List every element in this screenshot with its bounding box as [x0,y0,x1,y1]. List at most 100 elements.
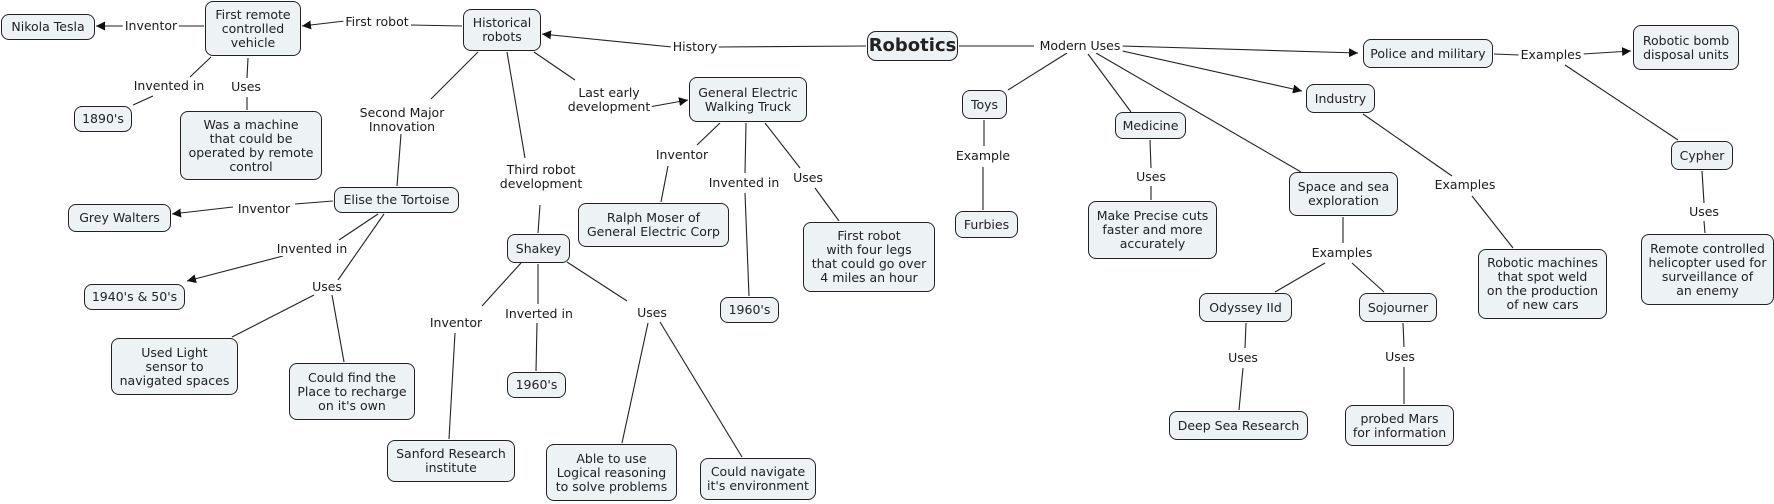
connector-line [1703,220,1706,234]
link-label-uses-elise: Uses [310,279,344,294]
link-label-uses-remote: Uses [229,79,263,94]
connector-line [764,122,801,169]
node-first-remote-vehicle[interactable]: First remote controlled vehicle [205,1,301,56]
connector-line [1087,53,1132,113]
connector-line [1238,367,1244,411]
node-sanford-research[interactable]: Sanford Research institute [387,440,515,482]
node-cypher[interactable]: Cypher [1671,141,1733,170]
connector-line [337,213,385,281]
connector-arrow [1121,45,1359,58]
node-navigate-environment[interactable]: Could navigate it's environment [700,458,816,500]
connector-line [537,204,541,234]
connector-arrow [1582,47,1632,57]
node-ge-1960s[interactable]: 1960's [720,297,779,323]
connector-arrow [1117,49,1303,94]
link-label-inventor-walters: Inventor [235,201,293,216]
connector-arrow [541,30,673,48]
connector-line [1007,52,1068,91]
node-medicine[interactable]: Medicine [1115,112,1186,139]
connector-line [566,261,628,302]
link-label-first-robot: First robot [343,14,411,29]
node-1940s-50s[interactable]: 1940's & 50's [84,284,185,310]
link-label-inventor-shakey: Inventor [427,315,485,330]
node-ralph-moser[interactable]: Ralph Moser of General Electric Corp [578,203,729,247]
connector-line [660,165,669,203]
link-label-examples-industry: Examples [1432,177,1498,192]
connector-line [696,122,721,146]
link-label-history: History [670,39,720,54]
link-label-invented-in-1890: Invented in [131,78,207,93]
connector-line [294,200,334,205]
connector-line [448,332,456,440]
link-label-second-major: Second Major Innovation [357,105,447,134]
node-odyssey-iid[interactable]: Odyssey IId [1199,293,1292,322]
link-label-examples-police: Examples [1518,47,1584,62]
link-label-uses-shakey: Uses [635,305,669,320]
node-furbies[interactable]: Furbies [955,211,1018,238]
node-robotics[interactable]: Robotics [867,31,958,61]
node-elise-tortoise[interactable]: Elise the Tortoise [334,187,459,213]
connector-line [430,51,479,100]
connector-line [506,51,526,159]
node-shakey[interactable]: Shakey [507,234,570,263]
link-label-invented-in-1940: Invented in [274,241,350,256]
connector-line [1274,262,1326,293]
node-remote-machine[interactable]: Was a machine that could be operated by … [180,111,322,180]
node-industry[interactable]: Industry [1306,84,1375,113]
connector-line [1244,322,1247,349]
link-label-inverted-in: Inverted in [503,306,575,321]
connector-line [1095,52,1302,173]
node-spot-weld[interactable]: Robotic machines that spot weld on the p… [1478,249,1607,319]
node-remote-helicopter[interactable]: Remote controlled helicopter used for su… [1641,234,1774,305]
connector-line [744,192,750,297]
node-nikola-tesla[interactable]: Nikola Tesla [1,14,95,40]
link-label-modern-uses: Modern Uses [1037,38,1123,53]
connector-line [331,294,345,363]
link-label-inventor-ge: Inventor [653,147,711,162]
link-label-third-robot: Third robot development [497,162,585,191]
connector-line [621,322,649,444]
link-label-examples-space: Examples [1309,245,1375,260]
node-recharge[interactable]: Could find the Place to recharge on it's… [289,363,415,420]
node-grey-walters[interactable]: Grey Walters [68,204,171,232]
connector-arrow [186,255,284,284]
link-label-uses-cypher: Uses [1687,204,1721,219]
link-label-invented-in-ge: Invented in [706,175,782,190]
node-logical-reasoning[interactable]: Able to use Logical reasoning to solve p… [546,444,677,501]
connector-arrow [171,206,234,218]
node-1890s[interactable]: 1890's [74,106,132,132]
connector-line [481,262,522,307]
connector-line [338,213,379,241]
node-space-sea-exploration[interactable]: Space and sea exploration [1289,172,1398,216]
node-shakey-1960s[interactable]: 1960's [507,372,566,398]
node-toys[interactable]: Toys [962,90,1007,119]
node-light-sensor[interactable]: Used Light sensor to navigated spaces [111,338,238,395]
link-label-example-toys: Example [953,148,1013,163]
connector-line [246,57,249,79]
node-probed-mars[interactable]: probed Mars for information [1345,405,1454,446]
connector-line [1351,262,1385,293]
connector-line [535,322,538,372]
connector-line [716,45,867,48]
node-bomb-disposal[interactable]: Robotic bomb disposal units [1633,25,1739,70]
connector-line [744,122,747,174]
connector-line [396,133,402,187]
connector-arrow [648,97,689,108]
node-police-military[interactable]: Police and military [1363,39,1493,68]
connector-line [533,51,576,81]
node-historical-robots[interactable]: Historical robots [463,9,541,51]
connector-line [814,187,840,222]
node-deep-sea-research[interactable]: Deep Sea Research [1169,411,1308,440]
node-sojourner[interactable]: Sojourner [1359,293,1437,322]
connector-line [1402,322,1405,348]
connector-line [1362,113,1453,177]
connector-line [1471,195,1514,249]
link-label-last-early: Last early development [565,85,653,114]
link-label-uses-ge: Uses [791,170,825,185]
connector-line [1149,139,1152,169]
node-precise-cuts[interactable]: Make Precise cuts faster and more accura… [1088,201,1217,259]
node-ge-walking-truck[interactable]: General Electric Walking Truck [689,77,807,122]
node-four-legs[interactable]: First robot with four legs that could go… [803,222,935,292]
